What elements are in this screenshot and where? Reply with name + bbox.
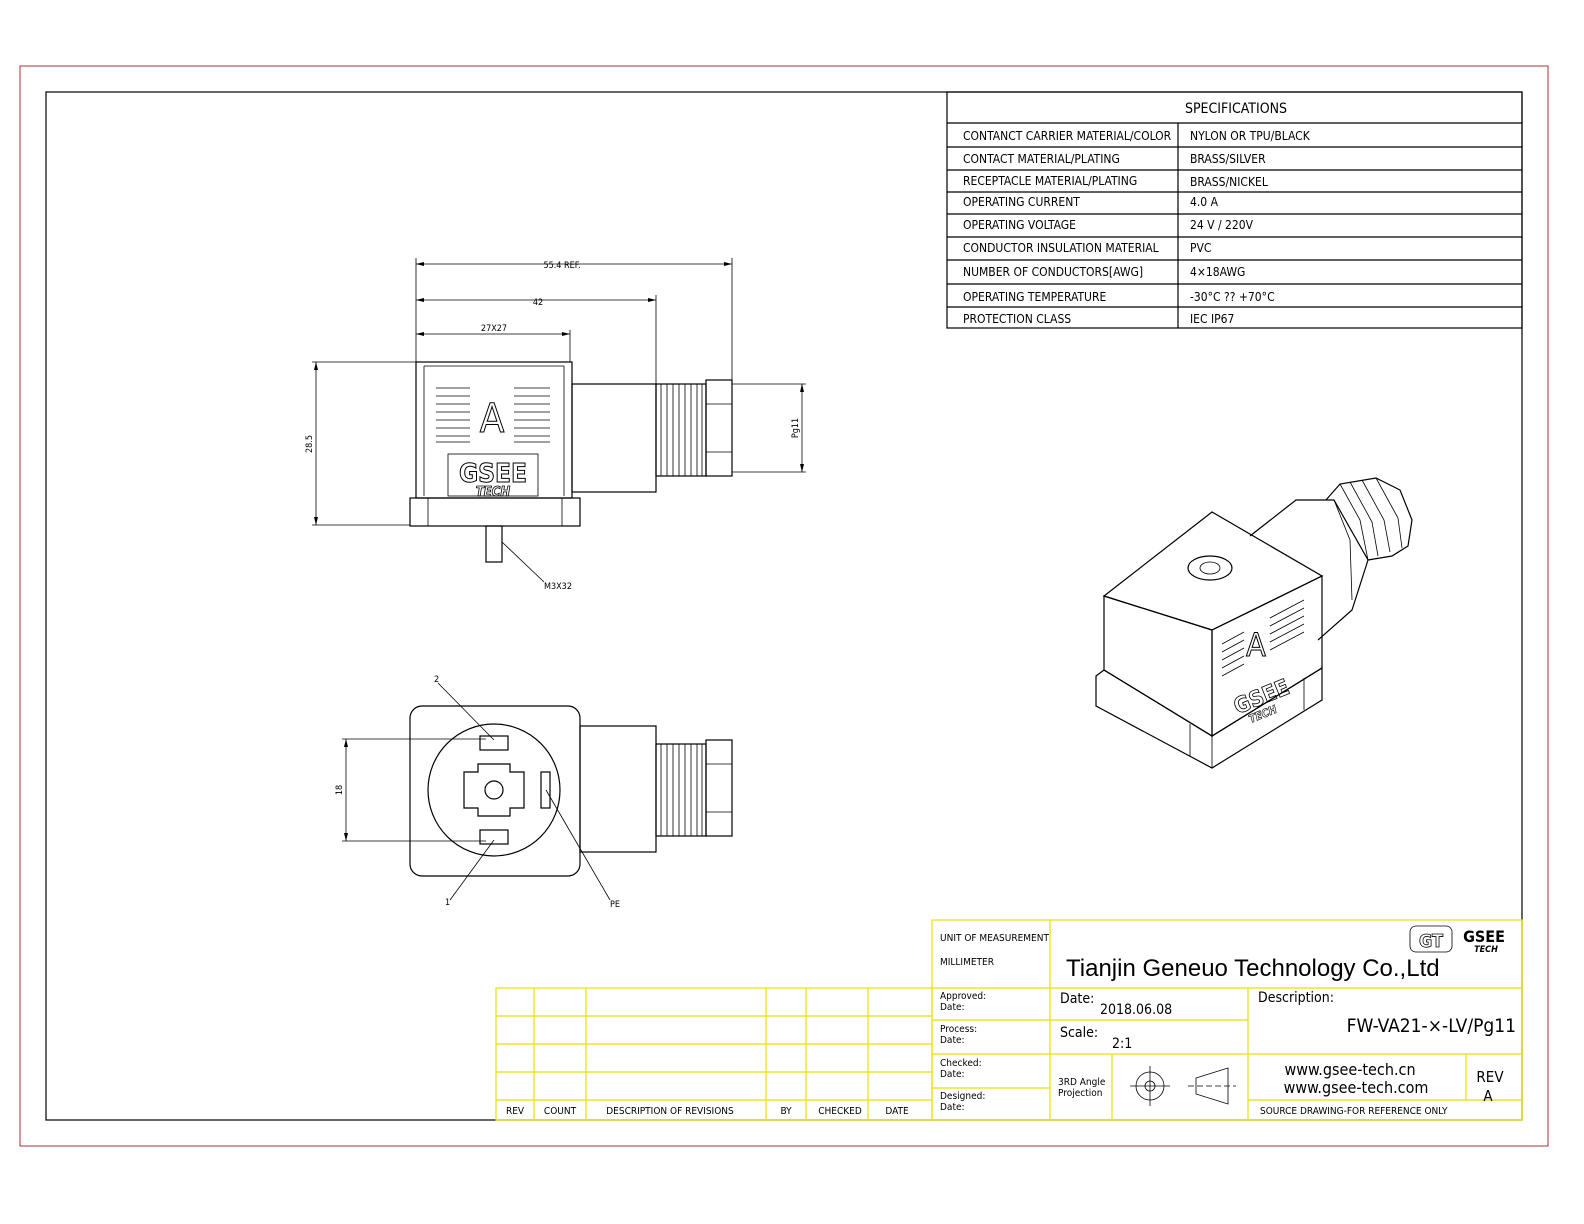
process-date-label: Date: bbox=[940, 1035, 965, 1046]
spec-label: RECEPTACLE MATERIAL/PLATING bbox=[963, 174, 1137, 188]
spec-label: PROTECTION CLASS bbox=[963, 312, 1071, 326]
description-label: Description: bbox=[1258, 990, 1334, 1006]
description-header: DESCRIPTION OF REVISIONS bbox=[606, 1106, 734, 1117]
scale-label: Scale: bbox=[1060, 1025, 1098, 1041]
spec-value: 4×18AWG bbox=[1190, 265, 1245, 279]
reference-note: SOURCE DRAWING-FOR REFERENCE ONLY bbox=[1260, 1106, 1448, 1117]
dim-body-square: 27X27 bbox=[481, 324, 507, 334]
spec-label: CONDUCTOR INSULATION MATERIAL bbox=[963, 241, 1159, 255]
spec-label: OPERATING CURRENT bbox=[963, 195, 1080, 209]
bottom-view: 18 2 1 PE bbox=[335, 675, 733, 910]
spec-label: OPERATING VOLTAGE bbox=[963, 218, 1076, 232]
dim-height: 28.5 bbox=[305, 435, 315, 453]
rev-label: REV bbox=[1476, 1068, 1504, 1086]
scale-value: 2:1 bbox=[1112, 1036, 1132, 1052]
spec-value: PVC bbox=[1190, 241, 1211, 255]
revision-table: REV COUNT DESCRIPTION OF REVISIONS BY CH… bbox=[495, 987, 933, 1121]
dim-screw: M3X32 bbox=[544, 582, 572, 592]
process-label: Process: bbox=[940, 1024, 977, 1035]
rev-value: A bbox=[1483, 1087, 1493, 1105]
logo-top: GSEE bbox=[1463, 927, 1505, 946]
pin-2-label: 2 bbox=[434, 675, 439, 685]
pin-1-label: 1 bbox=[445, 898, 450, 908]
spec-value: 24 V / 220V bbox=[1190, 218, 1254, 232]
isometric-view: A GSEE TECH bbox=[1095, 477, 1413, 769]
dim-pin-span: 18 bbox=[335, 785, 345, 795]
date-value: 2018.06.08 bbox=[1100, 1002, 1172, 1018]
approved-date-label: Date: bbox=[940, 1002, 965, 1013]
by-header: BY bbox=[780, 1106, 792, 1117]
checked-label: Checked: bbox=[940, 1058, 982, 1069]
designed-label: Designed: bbox=[940, 1091, 985, 1102]
checked-date-label: Date: bbox=[940, 1069, 965, 1080]
description-value: FW-VA21-×-LV/Pg11 bbox=[1347, 1015, 1516, 1037]
date-label: Date: bbox=[1060, 991, 1094, 1007]
checked-header: CHECKED bbox=[818, 1106, 862, 1117]
company-name: Tianjin Geneuo Technology Co.,Ltd bbox=[1066, 955, 1440, 982]
spec-value: NYLON OR TPU/BLACK bbox=[1190, 129, 1311, 143]
website-cn: www.gsee-tech.cn bbox=[1284, 1060, 1415, 1079]
spec-label: CONTACT MATERIAL/PLATING bbox=[963, 152, 1120, 166]
approved-label: Approved: bbox=[940, 991, 986, 1002]
unit-label: UNIT OF MEASUREMENT bbox=[940, 933, 1049, 944]
spec-value: IEC IP67 bbox=[1190, 312, 1234, 326]
spec-title: SPECIFICATIONS bbox=[1185, 101, 1287, 117]
specifications-table: SPECIFICATIONS CONTANCT CARRIER MATERIAL… bbox=[946, 91, 1523, 329]
outer-frame bbox=[19, 65, 1549, 1147]
pe-label: PE bbox=[610, 900, 620, 910]
iso-letter: A bbox=[1246, 626, 1266, 664]
spec-value: 4.0 A bbox=[1190, 195, 1219, 209]
spec-value: BRASS/NICKEL bbox=[1190, 175, 1268, 189]
projection-line1: 3RD Angle bbox=[1058, 1077, 1106, 1088]
spec-label: NUMBER OF CONDUCTORS[AWG] bbox=[963, 265, 1143, 279]
body-brand-top: GSEE bbox=[459, 459, 527, 489]
front-view: 55.4 REF. 42 27X27 28.5 A GSEE TECH M bbox=[305, 258, 806, 592]
rev-header: REV bbox=[506, 1106, 525, 1117]
unit-value: MILLIMETER bbox=[940, 957, 994, 968]
website-com: www.gsee-tech.com bbox=[1284, 1078, 1429, 1097]
body-letter: A bbox=[480, 396, 505, 442]
third-angle-projection-icon bbox=[1130, 1066, 1236, 1106]
dim-overall: 55.4 REF. bbox=[543, 261, 580, 271]
body-brand-bottom: TECH bbox=[476, 485, 511, 500]
logo-bottom: TECH bbox=[1474, 945, 1498, 955]
dim-body-length: 42 bbox=[533, 298, 543, 308]
spec-label: CONTANCT CARRIER MATERIAL/COLOR bbox=[963, 129, 1172, 143]
dim-thread: Pg11 bbox=[791, 418, 801, 438]
spec-value: BRASS/SILVER bbox=[1190, 152, 1266, 166]
spec-label: OPERATING TEMPERATURE bbox=[963, 290, 1106, 304]
projection-line2: Projection bbox=[1058, 1088, 1102, 1099]
designed-date-label: Date: bbox=[940, 1102, 965, 1113]
company-logo: GT GSEE TECH bbox=[1409, 925, 1505, 955]
date-header: DATE bbox=[885, 1106, 909, 1117]
count-header: COUNT bbox=[544, 1106, 577, 1117]
logo-mark: GT bbox=[1419, 931, 1443, 952]
spec-value: -30°C ?? +70°C bbox=[1190, 290, 1275, 304]
title-block: UNIT OF MEASUREMENT MILLIMETER Tianjin G… bbox=[931, 919, 1523, 1121]
